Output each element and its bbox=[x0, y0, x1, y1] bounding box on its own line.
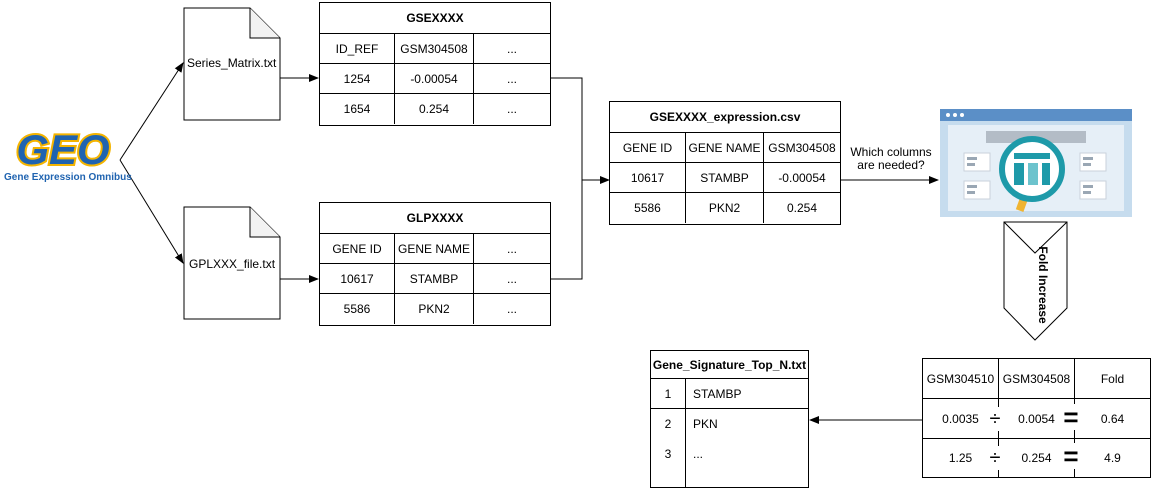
table-cell: 1654 bbox=[320, 94, 395, 124]
table-cell: ... bbox=[506, 302, 517, 316]
table-row: 1254 -0.00054 ... bbox=[320, 64, 550, 94]
arrow-geo-to-gpl bbox=[119, 159, 184, 264]
connector-gse-to-merge bbox=[551, 77, 583, 180]
table-cell: STAMBP bbox=[395, 264, 474, 293]
signature-table: Gene_Signature_Top_N.txt 1 STAMBP 2 3 PK… bbox=[650, 350, 809, 488]
gpl-file-label: GPLXXX_file.txt bbox=[189, 257, 276, 271]
table-row: ID_REF GSM304508 ... bbox=[320, 34, 550, 64]
table-cell: ... bbox=[506, 41, 517, 56]
glp-table: GLPXXXX GENE ID GENE NAME ... 10617 STAM… bbox=[319, 202, 551, 326]
table-row: GSM304510 GSM304508 Fold bbox=[923, 359, 1150, 399]
table-cell: 0.64 bbox=[1100, 411, 1125, 426]
table-cell: STAMBP bbox=[693, 386, 742, 401]
table-cell: GENE ID bbox=[320, 234, 395, 263]
gene-name: ... bbox=[693, 447, 704, 461]
table-cell: ... bbox=[506, 241, 517, 256]
row-index: 3 bbox=[664, 447, 672, 461]
table-cell: 4.9 bbox=[1104, 451, 1121, 465]
table-cell: 1254 bbox=[320, 64, 395, 93]
table-cell: GENE ID bbox=[610, 133, 686, 162]
table-cell: 10617 bbox=[610, 163, 686, 192]
equals-symbol: = bbox=[1063, 441, 1079, 471]
connector-glp-to-merge bbox=[551, 180, 583, 280]
divide-symbol: ÷ bbox=[988, 446, 1002, 470]
table-row: 0.0035 0.0054 0.64 bbox=[923, 399, 1150, 439]
signature-table-title: Gene_Signature_Top_N.txt bbox=[651, 351, 808, 379]
expression-table-title: GSEXXXX_expression.csv bbox=[610, 102, 840, 133]
geo-logo: GEO GEO Gene Expression Omnibus bbox=[4, 124, 132, 188]
equals-symbol: = bbox=[1063, 402, 1079, 432]
magnifier-dashboard-icon bbox=[940, 109, 1132, 217]
row-index: 2 bbox=[664, 417, 672, 431]
glp-table-title: GLPXXXX bbox=[320, 203, 550, 234]
series-matrix-label: Series_Matrix.txt bbox=[187, 56, 277, 70]
table-row: GENE ID GENE NAME GSM304508 bbox=[610, 133, 840, 163]
table-cell: GENE NAME bbox=[395, 234, 474, 263]
table-cell: -0.00054 bbox=[395, 64, 474, 93]
table-cell: GSM304508 bbox=[768, 140, 836, 155]
divide-symbol: ÷ bbox=[988, 407, 1002, 431]
table-row: 2 3 PKN ... bbox=[651, 409, 808, 487]
table-cell: STAMBP bbox=[686, 163, 764, 192]
arrow-geo-to-series bbox=[119, 62, 184, 161]
geo-logo-outline: GEO bbox=[16, 128, 109, 172]
table-cell: GSM304510 bbox=[923, 359, 999, 398]
fold-table: GSM304510 GSM304508 Fold 0.0035 0.0054 0… bbox=[922, 358, 1151, 478]
table-row: GENE ID GENE NAME ... bbox=[320, 234, 550, 264]
table-cell: GSM304508 bbox=[999, 359, 1075, 398]
table-row: 1.25 0.254 4.9 bbox=[923, 439, 1150, 477]
table-cell: PKN2 bbox=[686, 193, 764, 223]
table-cell: -0.00054 bbox=[778, 170, 826, 185]
geo-logo-letters: GEO bbox=[16, 128, 109, 172]
table-cell: 5586 bbox=[610, 193, 686, 223]
fold-increase-label: Fold Increase bbox=[1036, 246, 1050, 324]
table-row: 10617 STAMBP -0.00054 bbox=[610, 163, 840, 193]
table-cell: ID_REF bbox=[320, 34, 395, 63]
question-label-line-1: Which columns bbox=[850, 145, 932, 159]
gse-table-title: GSEXXXX bbox=[320, 3, 550, 34]
table-cell: PKN2 bbox=[395, 294, 474, 324]
table-cell: 0.254 bbox=[786, 201, 818, 215]
geo-logo-icon: GEO GEO bbox=[14, 124, 111, 175]
geo-logo-subtitle: Gene Expression Omnibus bbox=[4, 172, 132, 183]
table-cell: Fold bbox=[1100, 371, 1125, 386]
table-cell: ... bbox=[506, 102, 517, 116]
table-cell: ... bbox=[506, 271, 517, 286]
table-cell: GSM304508 bbox=[395, 34, 474, 63]
question-label: Which columns are needed? bbox=[846, 146, 936, 172]
gse-table: GSEXXXX ID_REF GSM304508 ... 1254 -0.000… bbox=[319, 2, 551, 126]
table-cell: ... bbox=[506, 71, 517, 86]
table-row: 1 STAMBP bbox=[651, 379, 808, 409]
table-cell: 1 bbox=[651, 379, 686, 408]
table-row: 5586 PKN2 0.254 bbox=[610, 193, 840, 223]
fold-increase-arrow-shape bbox=[1003, 221, 1068, 341]
table-cell: 0.254 bbox=[395, 94, 474, 124]
table-row: 1654 0.254 ... bbox=[320, 94, 550, 124]
table-cell: GENE NAME bbox=[686, 133, 764, 162]
expression-table: GSEXXXX_expression.csv GENE ID GENE NAME… bbox=[609, 101, 841, 225]
question-label-line-2: are needed? bbox=[857, 158, 925, 172]
table-cell: 10617 bbox=[320, 264, 395, 293]
table-cell: 5586 bbox=[320, 294, 395, 324]
gene-name: PKN bbox=[693, 417, 718, 431]
table-row: 10617 STAMBP ... bbox=[320, 264, 550, 294]
table-cell: PKN ... bbox=[686, 409, 808, 487]
table-row: 5586 PKN2 ... bbox=[320, 294, 550, 324]
table-cell: 2 3 bbox=[651, 409, 686, 487]
